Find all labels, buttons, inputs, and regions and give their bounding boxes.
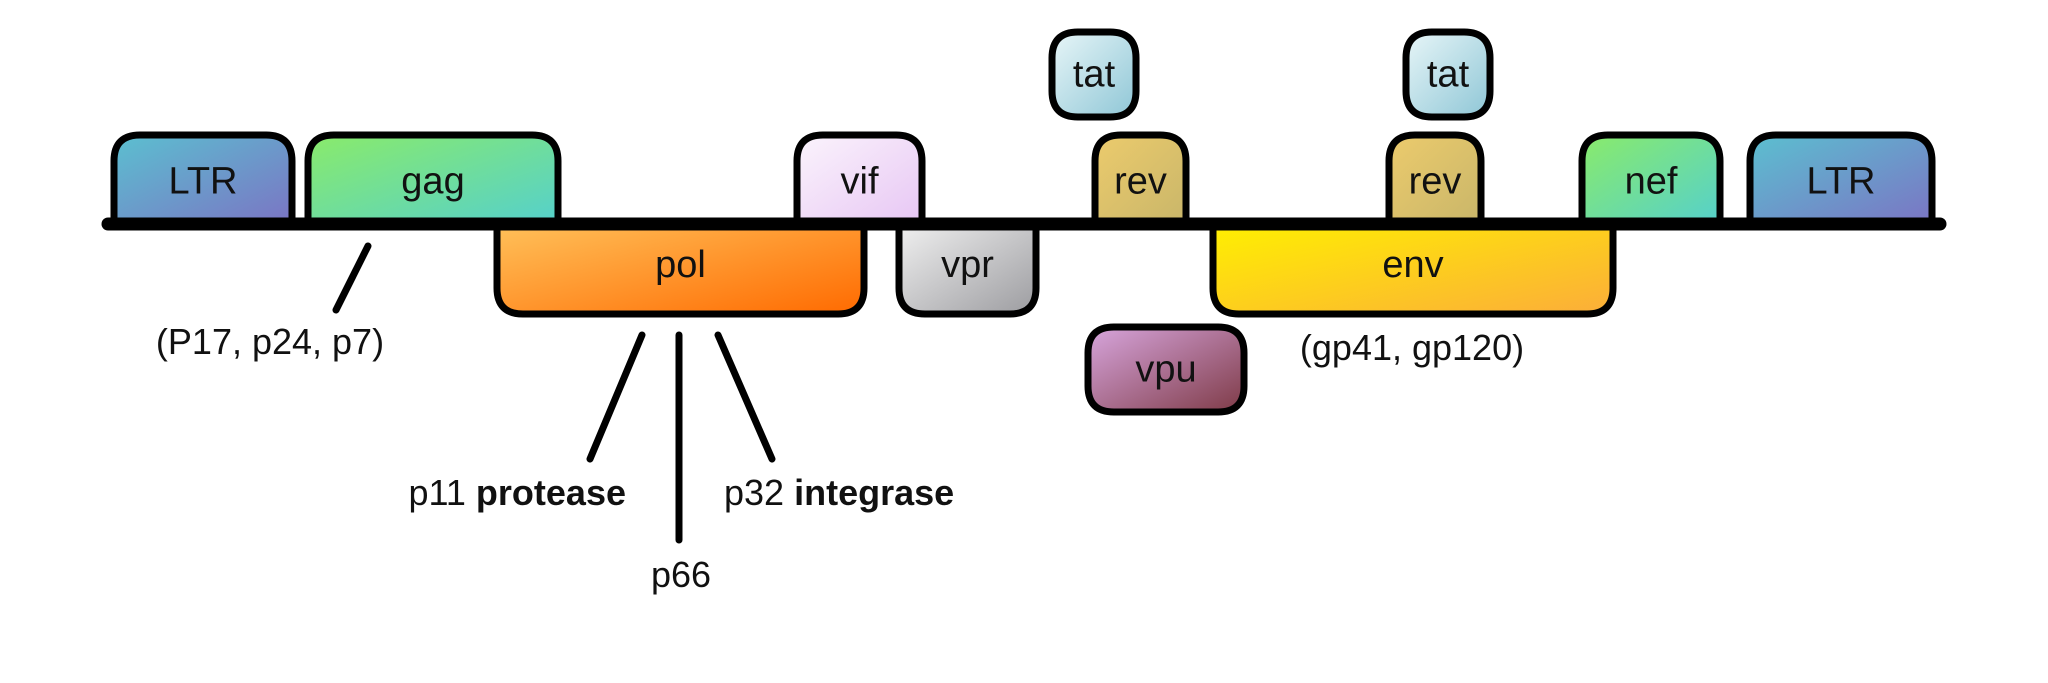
gene-box-rev-2: rev [1385, 131, 1485, 224]
gene-box-fill [497, 224, 864, 314]
gene-box-fill [1213, 224, 1613, 314]
gene-box-fill [1389, 135, 1481, 224]
gene-label-rev-2: rev [1409, 161, 1462, 203]
gene-label-tat-2: tat [1427, 54, 1470, 96]
gene-label-ltr-left: LTR [169, 161, 238, 203]
gene-label-vpu: vpu [1135, 349, 1196, 391]
gene-label-tat-1: tat [1073, 54, 1116, 96]
gene-box-fill [1052, 32, 1136, 117]
gene-box-outline [1091, 131, 1190, 224]
gene-label-gag: gag [401, 161, 464, 203]
gag-connector-line [332, 242, 372, 314]
integrase-prefix: p32 [724, 472, 784, 513]
protease-name: protease [476, 472, 626, 513]
gene-box-tat-2: tat [1402, 28, 1494, 121]
gene-box-vpr: vpr [895, 224, 1040, 318]
gene-box-pol: pol [493, 224, 868, 318]
gene-box-outline [110, 131, 296, 224]
gene-box-fill [899, 224, 1036, 314]
integrase-label: p32 integrase [724, 472, 954, 513]
gene-box-outline [1402, 28, 1494, 121]
gene-label-vpr: vpr [941, 244, 994, 286]
gene-box-gag: gag [304, 131, 562, 224]
gene-box-outline [1048, 28, 1140, 121]
gene-box-ltr-left: LTR [110, 131, 296, 224]
protease-prefix: p11 [409, 472, 466, 513]
gene-label-rev-1: rev [1114, 161, 1167, 203]
gag-products-label: (P17, p24, p7) [156, 321, 384, 362]
gene-box-ltr-right: LTR [1746, 131, 1936, 224]
gene-box-fill [1750, 135, 1932, 224]
gene-box-outline [1578, 131, 1724, 224]
gene-box-outline [1746, 131, 1936, 224]
gene-box-vif: vif [793, 131, 926, 224]
gene-box-vpu: vpu [1084, 323, 1248, 416]
gene-box-nef: nef [1578, 131, 1724, 224]
env-products-label: (gp41, gp120) [1300, 327, 1524, 368]
gene-box-fill [1088, 327, 1244, 412]
gene-box-fill [1582, 135, 1720, 224]
gene-box-env: env [1209, 224, 1617, 318]
gene-box-outline [1209, 224, 1617, 318]
protease-label: p11 protease [409, 472, 627, 513]
gene-box-outline [793, 131, 926, 224]
gene-box-outline [1385, 131, 1485, 224]
gene-box-tat-1: tat [1048, 28, 1140, 121]
gene-box-outline [895, 224, 1040, 318]
gene-box-outline [1084, 323, 1248, 416]
gene-box-fill [797, 135, 922, 224]
gene-box-fill [1406, 32, 1490, 117]
integrase-name: integrase [794, 472, 954, 513]
gene-label-ltr-right: LTR [1807, 161, 1876, 203]
gene-box-fill [1095, 135, 1186, 224]
gene-label-vif: vif [841, 161, 879, 203]
integrase-connector-line [714, 331, 776, 463]
gene-box-outline [304, 131, 562, 224]
p66-label: p66 [651, 554, 711, 595]
gene-label-pol: pol [655, 244, 706, 286]
protease-connector-line [586, 331, 646, 463]
gene-box-outline [493, 224, 868, 318]
gene-box-fill [308, 135, 558, 224]
gene-box-rev-1: rev [1091, 131, 1190, 224]
gene-label-nef: nef [1625, 161, 1678, 203]
gene-box-fill [114, 135, 292, 224]
gene-label-env: env [1382, 244, 1443, 286]
